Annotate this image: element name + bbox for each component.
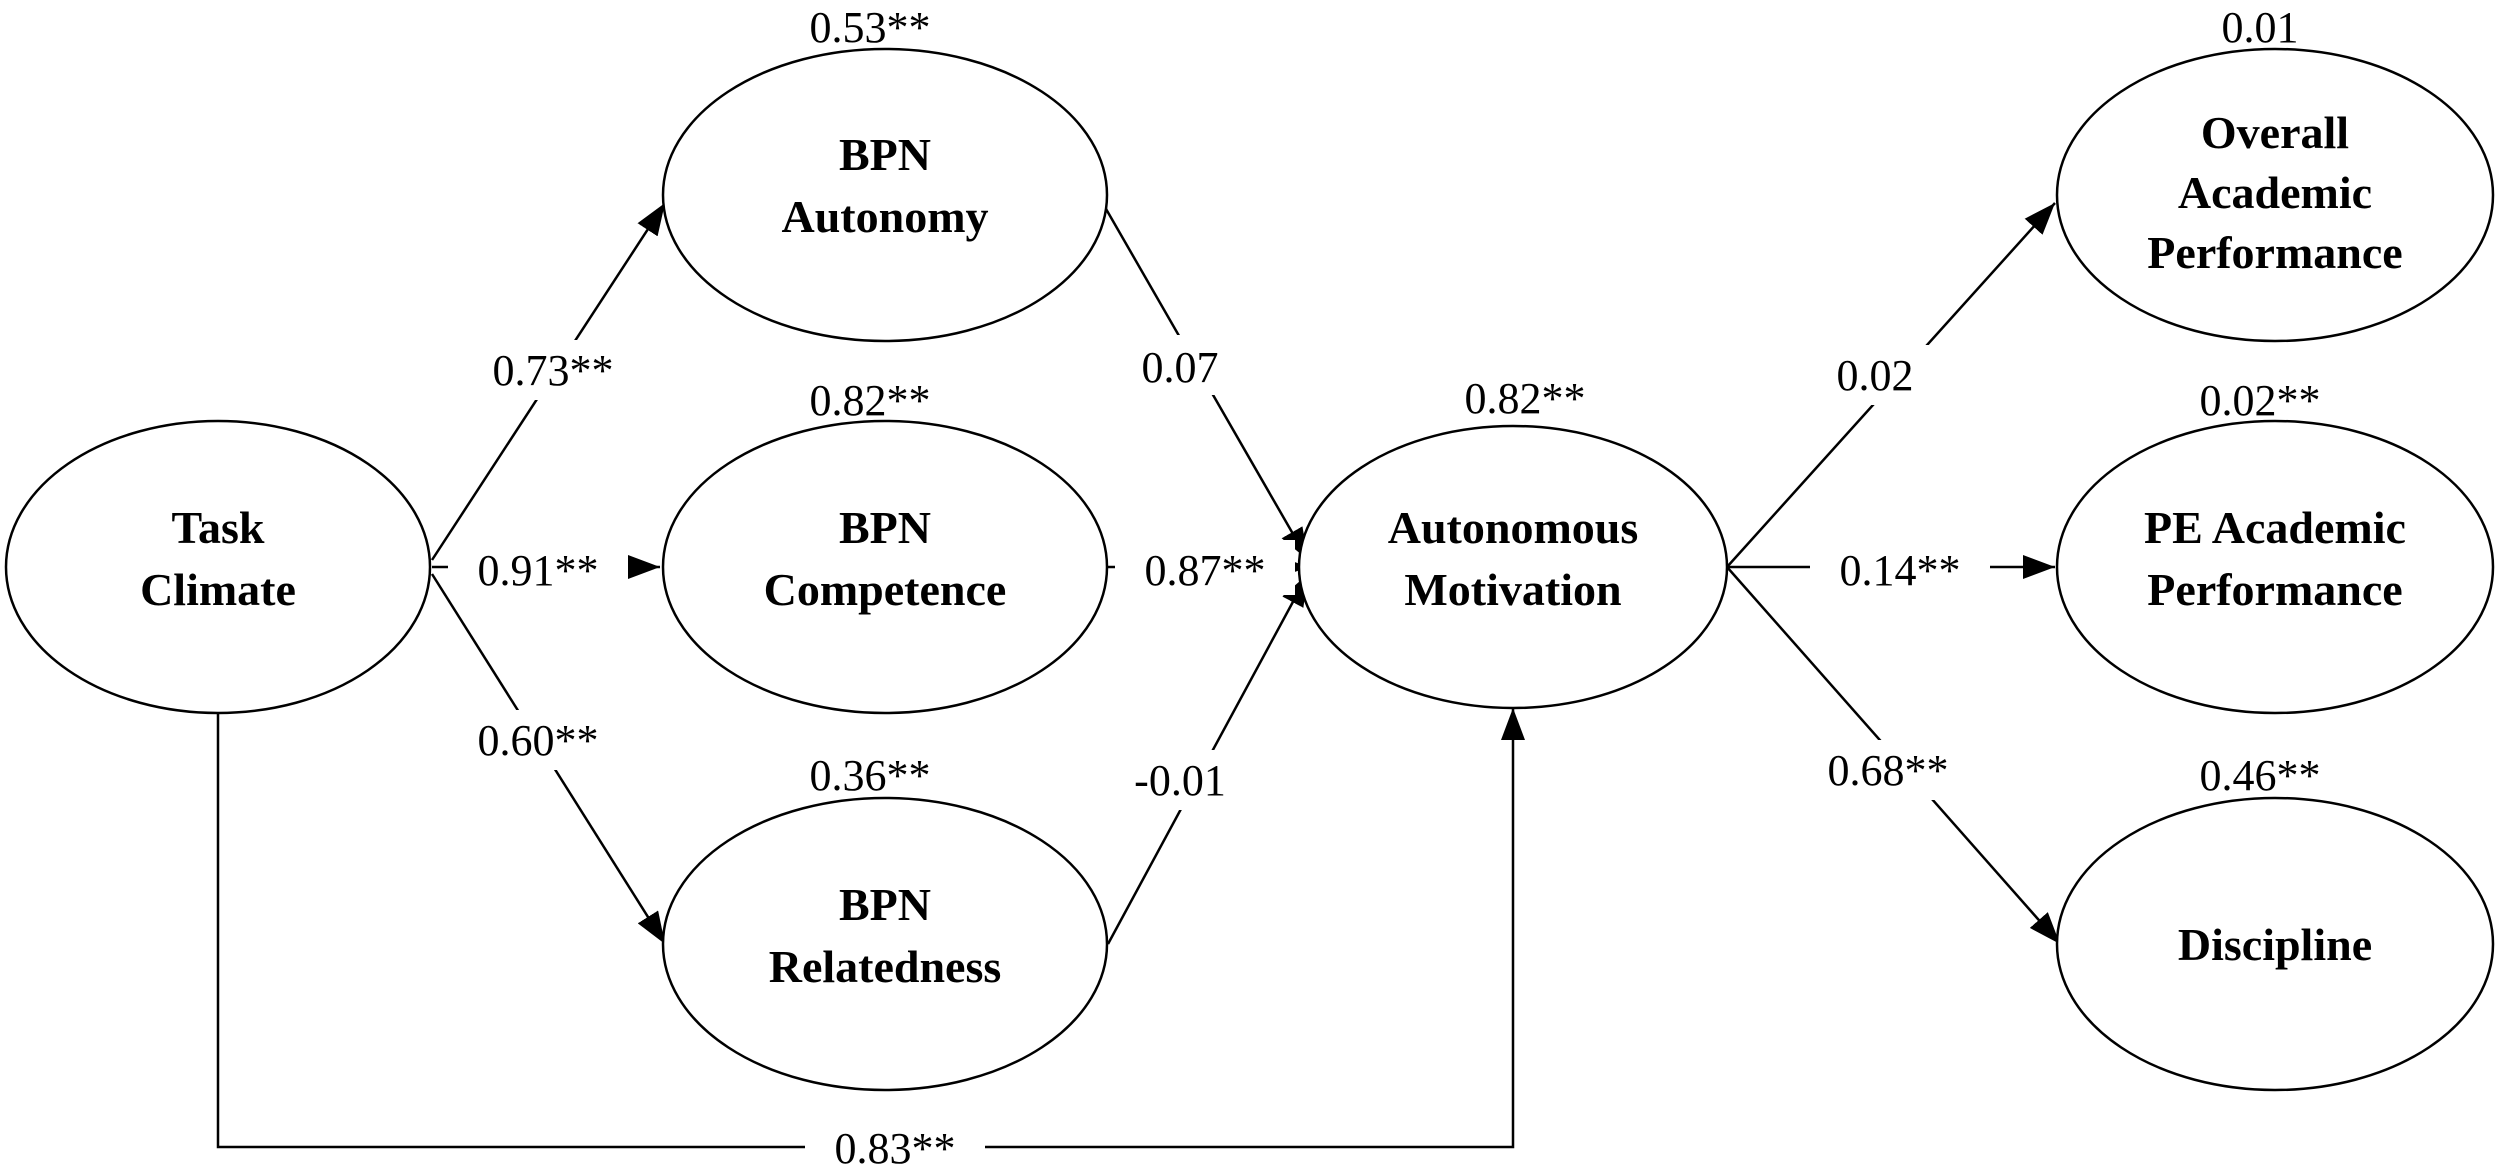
node-label: Autonomous bbox=[1388, 502, 1639, 553]
node-bpn-relatedness: BPN Relatedness bbox=[661, 796, 1109, 1092]
r2-overall-academic-performance: 0.01 bbox=[2222, 3, 2299, 52]
node-bpn-autonomy: BPN Autonomy bbox=[661, 47, 1109, 343]
coef-autonomy-to-motivation: 0.07 bbox=[1142, 343, 1219, 392]
coef-task-to-motivation: 0.83** bbox=[835, 1124, 956, 1173]
node-label: Relatedness bbox=[769, 941, 1002, 992]
node-overall-academic-performance: Overall Academic Performance bbox=[2055, 47, 2495, 343]
r2-bpn-competence: 0.82** bbox=[810, 376, 931, 425]
node-pe-academic-performance: PE Academic Performance bbox=[2055, 419, 2495, 715]
coef-motivation-to-pe: 0.14** bbox=[1840, 546, 1961, 595]
node-label: Discipline bbox=[2178, 919, 2372, 970]
node-label: Climate bbox=[140, 564, 296, 615]
coef-motivation-to-discipline: 0.68** bbox=[1828, 746, 1949, 795]
node-label: Task bbox=[172, 502, 265, 553]
coef-task-to-relatedness: 0.60** bbox=[478, 716, 599, 765]
node-label: Performance bbox=[2147, 227, 2402, 278]
node-label: Autonomy bbox=[781, 191, 988, 242]
node-discipline: Discipline bbox=[2055, 796, 2495, 1092]
r2-bpn-relatedness: 0.36** bbox=[810, 751, 931, 800]
node-label: Motivation bbox=[1404, 564, 1621, 615]
node-label: BPN bbox=[839, 129, 931, 180]
node-label: PE Academic bbox=[2144, 502, 2406, 553]
node-label: BPN bbox=[839, 879, 931, 930]
coef-task-to-competence: 0.91** bbox=[478, 546, 599, 595]
node-bpn-competence: BPN Competence bbox=[661, 419, 1109, 715]
node-label: Competence bbox=[764, 564, 1007, 615]
coef-motivation-to-overall: 0.02 bbox=[1837, 351, 1914, 400]
node-label: Overall bbox=[2201, 107, 2349, 158]
r2-pe-academic-performance: 0.02** bbox=[2200, 376, 2321, 425]
node-label: Performance bbox=[2147, 564, 2402, 615]
node-autonomous-motivation: Autonomous Motivation bbox=[1297, 424, 1729, 710]
node-task-climate: Task Climate bbox=[4, 419, 432, 715]
r2-bpn-autonomy: 0.53** bbox=[810, 3, 931, 52]
r2-discipline: 0.46** bbox=[2200, 751, 2321, 800]
path-coefficients: 0.73** 0.91** 0.60** 0.07 0.87** -0.01 0… bbox=[448, 335, 1990, 1175]
coef-relatedness-to-motivation: -0.01 bbox=[1134, 756, 1226, 805]
node-label: BPN bbox=[839, 502, 931, 553]
coef-competence-to-motivation: 0.87** bbox=[1145, 546, 1266, 595]
node-label: Academic bbox=[2178, 167, 2372, 218]
coef-task-to-autonomy: 0.73** bbox=[493, 346, 614, 395]
r2-autonomous-motivation: 0.82** bbox=[1465, 374, 1586, 423]
